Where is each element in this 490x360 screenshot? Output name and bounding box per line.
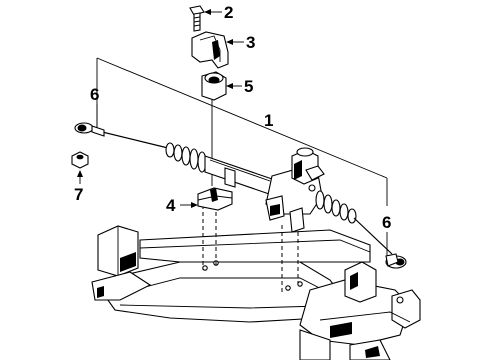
callout-arrows — [77, 9, 244, 208]
right-boot — [315, 190, 357, 224]
bracket — [191, 31, 229, 69]
callout-5: 5 — [244, 77, 253, 96]
callout-3: 3 — [246, 33, 255, 52]
callout-7: 7 — [74, 185, 83, 204]
callout-6-right: 6 — [382, 213, 391, 232]
callout-6-left: 6 — [90, 85, 99, 104]
tie-rod-end-left — [74, 122, 105, 137]
left-boot — [165, 142, 207, 173]
clamp — [197, 187, 233, 211]
nut — [71, 151, 89, 169]
callout-leaders — [96, 57, 388, 258]
callout-4: 4 — [166, 196, 176, 215]
callout-2: 2 — [224, 3, 233, 22]
bolt — [189, 5, 205, 32]
tie-rod-end-right — [385, 253, 407, 269]
callout-labels: 1 2 3 4 5 6 6 7 — [74, 3, 391, 232]
bushing — [201, 71, 227, 101]
callout-1: 1 — [264, 111, 273, 130]
subframe — [91, 225, 421, 360]
pinion-housing — [265, 147, 325, 233]
